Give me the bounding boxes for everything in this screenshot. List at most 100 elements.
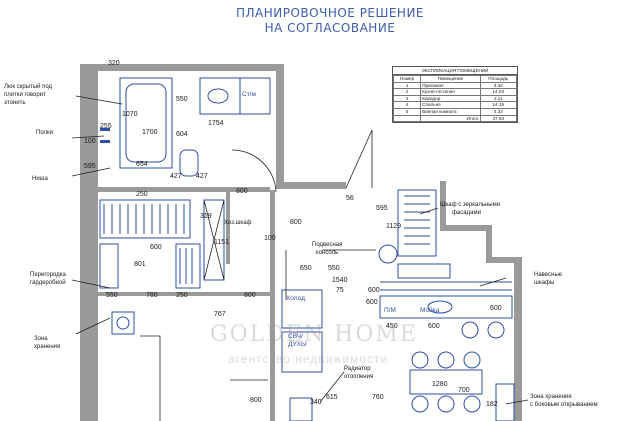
label-niche: Ниша: [32, 176, 48, 182]
dim-700: 700: [458, 387, 470, 394]
dim-600b: 600: [368, 287, 380, 294]
label-mirror-1: Шкаф с зеркальными: [440, 202, 500, 208]
dim-800b: 800: [290, 219, 302, 226]
cell: 14.15: [479, 101, 517, 109]
cell: Коридор: [420, 94, 481, 103]
cell: 1: [392, 81, 422, 90]
dim-600a: 600: [150, 244, 162, 251]
dim-320: 320: [108, 60, 120, 67]
dim-319: 319: [200, 213, 212, 220]
header-cell: Площадь: [479, 75, 517, 83]
dim-250: 250: [136, 191, 148, 198]
dim-801: 801: [134, 261, 146, 268]
dim-100: 100: [84, 138, 96, 145]
dim-595b: 595: [376, 205, 388, 212]
dim-182: 182: [486, 401, 498, 408]
label-partition-2: гардеробной: [30, 279, 66, 286]
cell: Прихожая: [420, 81, 481, 90]
cell: 37.93: [479, 114, 517, 123]
label-oven-1: СВЧ/: [288, 333, 303, 340]
label-shelves: Полки: [36, 130, 53, 136]
annotation-labels: Люк скрытый под плитки говорит этонить П…: [4, 83, 598, 408]
label-hatch-3: этонить: [4, 100, 26, 106]
cell: 2.11: [479, 94, 517, 103]
label-side-storage-2: с боковым открыванием: [530, 402, 598, 408]
dim-1151: 1151: [214, 239, 229, 246]
kitchen: [281, 129, 515, 421]
table-row: 1 Прихожая 3.32: [392, 81, 517, 90]
watermark-sub: агентство недвижимости: [228, 352, 389, 366]
explication-table: ЭКСПЛИКАЦИЯ ПОМЕЩЕНИЙ Номер Помещение Пл…: [392, 66, 518, 124]
label-cabinets-1: Навесные: [534, 272, 563, 278]
label-storage-1: Зона: [34, 336, 48, 342]
table-row: 5 Ванная комната 4.33: [392, 107, 517, 116]
dim-100b: 100: [264, 235, 276, 242]
dimension-labels: 320 550 1070 1700 604 1754 255 100 595 6…: [84, 60, 502, 408]
header-cell: Номер: [392, 75, 422, 83]
bedroom: [111, 311, 268, 421]
label-mirror-2: фасадами: [452, 210, 481, 216]
table-total-row: Итого 37.93: [392, 114, 517, 123]
cell: Кухня-гостиная: [420, 88, 481, 96]
table-row: 3 Коридор 2.11: [392, 94, 517, 103]
label-oven-2: ДУХЫ: [288, 341, 307, 348]
leaders: [71, 95, 529, 405]
dim-1129: 1129: [386, 223, 401, 230]
table-header-row: Номер Помещение Площадь: [392, 75, 517, 83]
dim-600c: 600: [366, 299, 378, 306]
dim-1070: 1070: [122, 111, 138, 118]
plan-title-line1: ПЛАНИРОВОЧНОЕ РЕШЕНИЕ: [235, 6, 425, 20]
cell: 4.33: [479, 107, 517, 116]
dim-427a: 427: [170, 173, 182, 180]
label-washer: Ст/м: [242, 91, 256, 98]
label-partition-1: Перегородка: [30, 272, 67, 278]
label-console-2: консоль: [316, 250, 338, 256]
cell: 3: [392, 94, 422, 103]
dim-800d: 800: [250, 397, 262, 404]
cell: Итого: [420, 114, 481, 123]
dim-760: 760: [372, 394, 384, 401]
dim-340: 340: [310, 399, 322, 406]
cell: 4: [392, 101, 422, 109]
dim-75: 75: [336, 287, 344, 294]
dim-1540: 1540: [332, 277, 348, 284]
bathroom: [100, 77, 277, 193]
dim-767: 767: [214, 311, 226, 318]
dim-604: 604: [176, 131, 188, 138]
dim-654: 654: [136, 161, 148, 168]
cell: 2: [392, 88, 422, 96]
table-row: 4 Спальня 14.15: [392, 101, 517, 109]
explication-caption: ЭКСПЛИКАЦИЯ ПОМЕЩЕНИЙ: [393, 67, 517, 75]
label-hatch-2: плитки говорит: [4, 92, 46, 98]
dim-780: 780: [146, 292, 158, 299]
dim-615: 615: [326, 394, 338, 401]
label-side-storage-1: Зона хранения: [530, 394, 572, 400]
dim-255: 255: [100, 123, 112, 130]
dim-250b: 250: [176, 292, 188, 299]
dim-600e: 600: [490, 305, 502, 312]
label-storage-2: хранения: [34, 344, 60, 350]
dim-450: 450: [386, 323, 398, 330]
label-dishwasher: П/М: [384, 307, 396, 314]
label-heater-1: Радиатор: [344, 366, 371, 372]
cell: Спальня: [420, 101, 481, 109]
label-sink: Мойка: [420, 306, 440, 314]
dim-550: 550: [176, 96, 188, 103]
cell: 3.32: [479, 81, 517, 90]
cell: Ванная комната: [420, 107, 481, 116]
dim-1700: 1700: [142, 129, 158, 136]
dim-1754: 1754: [208, 120, 224, 127]
label-hatch-1: Люк скрытый под: [4, 83, 53, 90]
dim-800a: 800: [236, 188, 248, 195]
table-row: 2 Кухня-гостиная 14.03: [392, 88, 517, 96]
plan-title-line2: НА СОГЛАСОВАНИЕ: [264, 21, 396, 35]
label-closet: Хоз.шкаф: [224, 220, 252, 226]
label-cabinets-2: шкафы: [534, 280, 554, 286]
watermark-brand: GOLDEN HOME: [210, 322, 418, 347]
dim-56: 56: [346, 195, 354, 202]
header-cell: Помещение: [420, 75, 481, 83]
cell: 14.03: [479, 88, 517, 96]
walls: [80, 64, 522, 421]
dim-600d: 600: [428, 323, 440, 330]
